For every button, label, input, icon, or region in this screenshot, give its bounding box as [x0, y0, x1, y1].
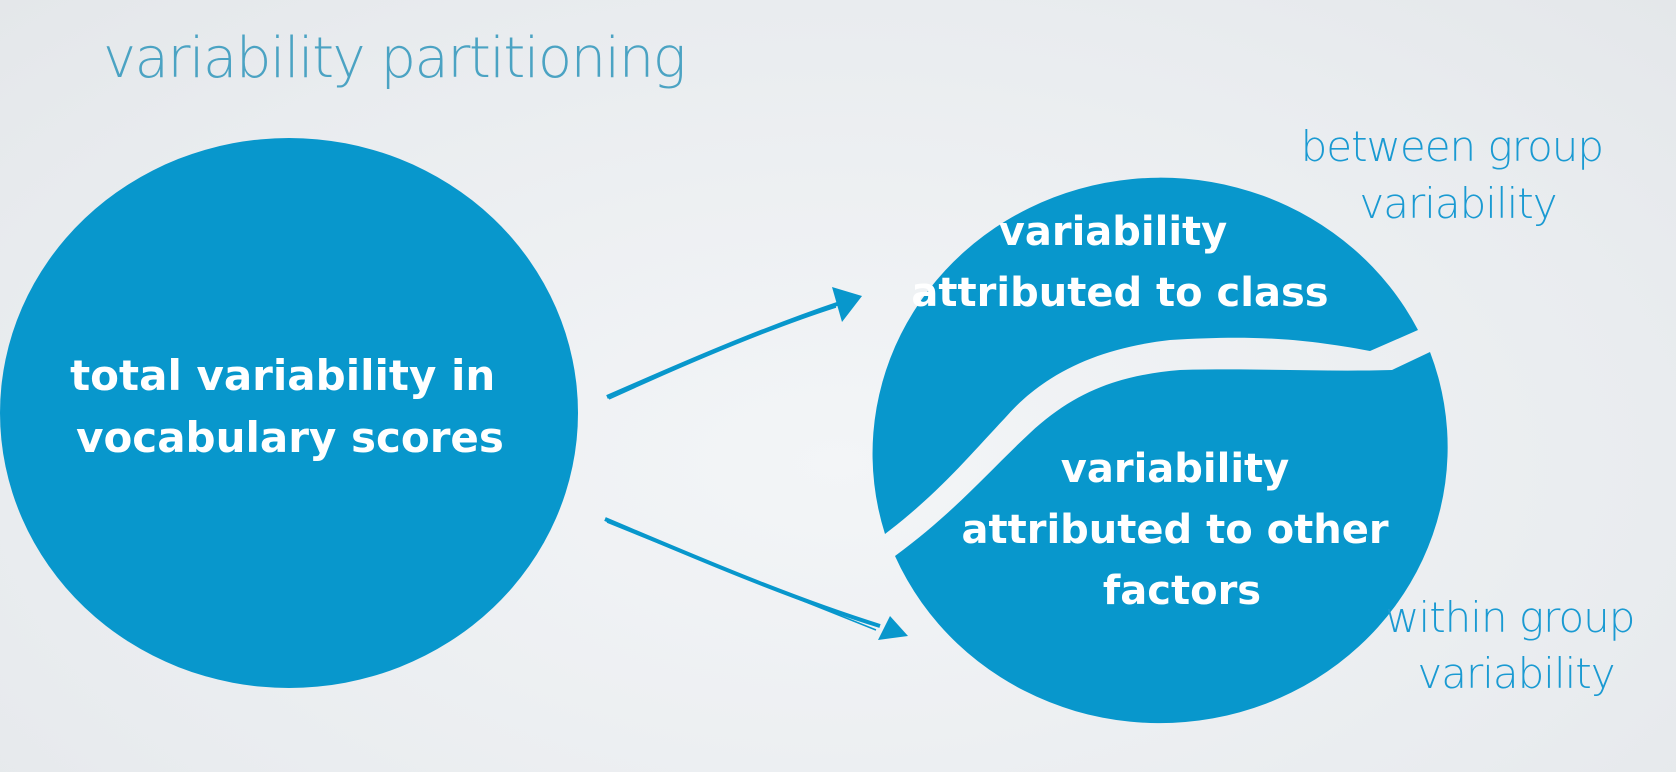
class-variability-label-line-2: attributed to class: [911, 270, 1328, 316]
other-factors-variability-label-line-2: attributed to other: [962, 507, 1389, 553]
between-group-annotation-line-1: between group: [1301, 122, 1604, 171]
class-variability-label-line-1: variability: [999, 209, 1227, 255]
arrow-to-other-factors: [604, 517, 908, 640]
other-factors-variability-label-line-1: variability: [1061, 446, 1289, 492]
slide-title: variability partitioning: [103, 26, 686, 91]
other-factors-variability-label-line-3: factors: [1103, 568, 1261, 614]
other-factors-variability-label: variability attributed to other factors: [962, 446, 1403, 614]
class-variability-segment: [872, 177, 1418, 534]
between-group-annotation: between group variability: [1301, 122, 1616, 228]
other-factors-variability-segment: [895, 352, 1448, 724]
total-variability-label-line-1: total variability in: [70, 351, 495, 400]
within-group-annotation-line-2: variability: [1417, 649, 1614, 698]
class-variability-label: variability attributed to class: [911, 209, 1328, 316]
total-variability-label-line-2: vocabulary scores: [76, 413, 504, 462]
total-variability-label: total variability in vocabulary scores: [70, 351, 510, 462]
within-group-annotation: within group variability: [1385, 593, 1647, 698]
between-group-annotation-line-2: variability: [1359, 179, 1556, 228]
within-group-annotation-line-1: within group: [1385, 593, 1634, 642]
total-variability-circle: [0, 138, 578, 688]
arrow-to-class: [606, 287, 862, 400]
